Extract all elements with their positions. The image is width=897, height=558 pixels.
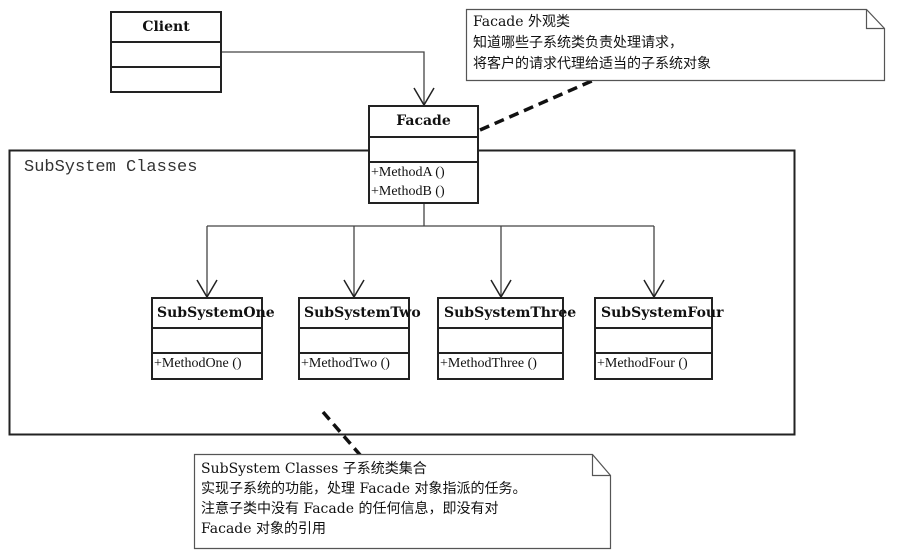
subsystem-two-attributes: [300, 329, 408, 354]
facade-attributes: [370, 138, 477, 163]
subsystem-note-line: 注意子类中没有 Facade 的任何信息，即没有对: [201, 501, 499, 517]
client-attributes: [112, 43, 220, 68]
subsystem-four-attributes: [596, 329, 711, 354]
facade-class[interactable]: Facade +MethodA () +MethodB (): [368, 105, 479, 204]
subsystem-one-name: SubSystemOne: [153, 299, 275, 329]
facade-note: Facade 外观类 知道哪些子系统类负责处理请求， 将客户的请求代理给适当的子…: [473, 12, 711, 75]
client-class-name: Client: [112, 13, 220, 43]
subsystem-two-class[interactable]: SubSystemTwo +MethodTwo (): [298, 297, 421, 380]
client-to-facade-line: [221, 51, 425, 105]
subsystem-three-class[interactable]: SubSystemThree +MethodThree (): [437, 297, 576, 380]
facade-note-line: 将客户的请求代理给适当的子系统对象: [473, 56, 711, 72]
subsystem-note: SubSystem Classes 子系统类集合 实现子系统的功能，处理 Fac…: [201, 459, 526, 539]
subsystem-four-class[interactable]: SubSystemFour +MethodFour (): [594, 297, 723, 380]
subsystem-note-line: Facade 对象的引用: [201, 521, 326, 537]
subsystem-one-attributes: [153, 329, 261, 354]
facade-note-line: Facade 外观类: [473, 14, 570, 30]
facade-note-line: 知道哪些子系统类负责处理请求，: [473, 35, 683, 51]
facade-operation: +MethodB (): [371, 184, 445, 199]
subsystem-one-operation: +MethodOne (): [154, 356, 242, 371]
subsystem-one-class[interactable]: SubSystemOne +MethodOne (): [151, 297, 275, 380]
client-class[interactable]: Client: [110, 11, 222, 93]
facade-class-name: Facade: [370, 107, 477, 138]
subsystem-note-anchor: [321, 410, 363, 458]
facade-operations: +MethodA () +MethodB (): [370, 163, 477, 201]
subsystem-note-shape: [193, 453, 612, 550]
facade-operation: +MethodA (): [371, 165, 445, 180]
subsystem-three-name: SubSystemThree: [439, 299, 576, 329]
subsystem-four-operation: +MethodFour (): [597, 356, 688, 371]
facade-note-anchor: [479, 78, 595, 132]
facade-note-fold: [865, 9, 885, 30]
subsystem-four-name: SubSystemFour: [596, 299, 723, 329]
package-label: SubSystem Classes: [24, 158, 198, 177]
subsystem-note-fold: [591, 454, 611, 477]
facade-note-shape: [465, 8, 886, 82]
subsystem-note-line: SubSystem Classes 子系统类集合: [201, 461, 427, 477]
subsystem-two-operation: +MethodTwo (): [301, 356, 390, 371]
subsystem-note-line: 实现子系统的功能，处理 Facade 对象指派的任务。: [201, 481, 527, 497]
subsystem-three-operation: +MethodThree (): [440, 356, 537, 371]
subsystem-three-attributes: [439, 329, 562, 354]
subsystem-two-name: SubSystemTwo: [300, 299, 421, 329]
